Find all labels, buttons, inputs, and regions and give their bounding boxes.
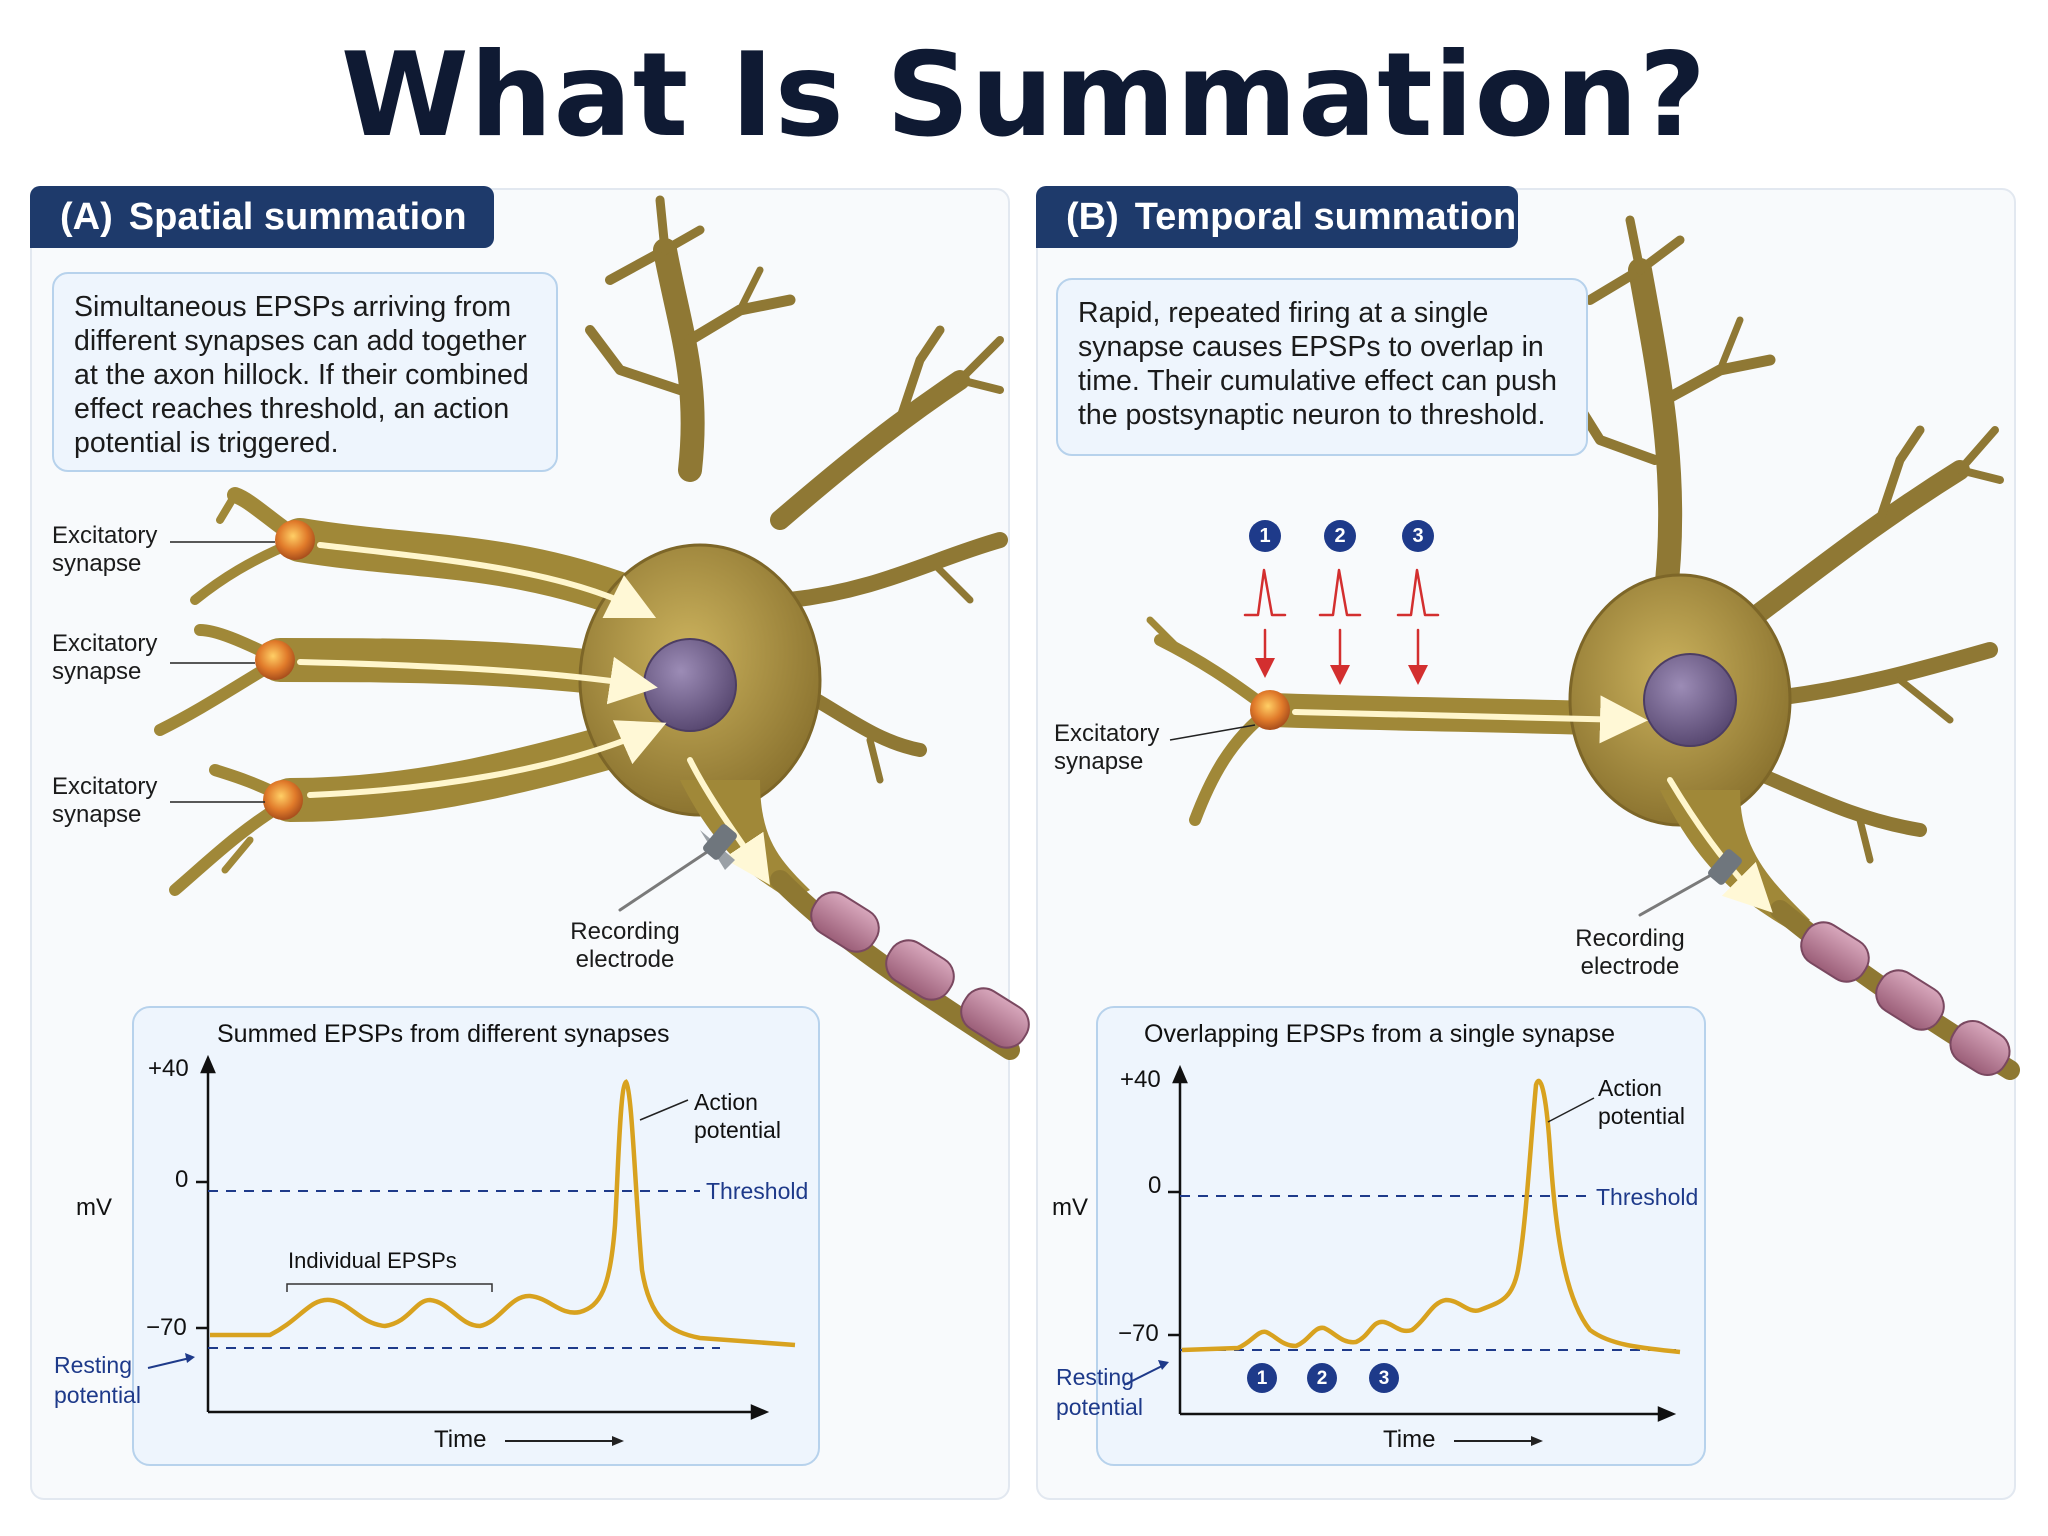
stimulus-number-2: 2 [1334, 525, 1346, 547]
temporal-description: Rapid, repeated firing at a single synap… [1056, 278, 1588, 456]
y-tick-zero: 0 [175, 1166, 189, 1193]
graph-title: Overlapping EPSPs from a single synapse [1144, 1020, 1616, 1048]
electrode-label: Recording electrode [1575, 925, 1685, 980]
event-number-1: 1 [1256, 1368, 1268, 1389]
y-tick-bottom: −70 [1118, 1320, 1159, 1347]
resting-potential-label: Resting potential [54, 1352, 141, 1408]
y-tick-top: +40 [148, 1055, 189, 1082]
synapse-label: Excitatory synapse [1054, 720, 1160, 775]
spatial-summation-tab: (A) Spatial summation [30, 186, 494, 248]
threshold-label: Threshold [1596, 1184, 1699, 1210]
y-axis-label: mV [1052, 1194, 1088, 1221]
synapse-label-3: Excitatory synapse [52, 773, 158, 828]
tab-letter: (A) [60, 195, 113, 238]
y-axis-label: mV [76, 1194, 112, 1221]
stimulus-number-1: 1 [1259, 525, 1271, 547]
graph-title: Summed EPSPs from different synapses [217, 1020, 670, 1048]
spatial-epsp-trace [210, 1079, 796, 1348]
synapse-label-1: Excitatory synapse [52, 522, 158, 577]
electrode-label: Recording electrode [570, 918, 680, 973]
temporal-neuron [1146, 215, 2020, 1080]
spatial-description: Simultaneous EPSPs arriving from differe… [52, 272, 558, 472]
spatial-graph [132, 1006, 820, 1466]
individual-epsps-label: Individual EPSPs [288, 1248, 457, 1273]
y-tick-zero: 0 [1148, 1172, 1162, 1199]
y-tick-top: +40 [1120, 1066, 1161, 1093]
spatial-neuron [154, 195, 1030, 1060]
temporal-epsp-trace [1181, 1078, 1681, 1355]
action-potential-label: Action potential [1598, 1075, 1685, 1129]
event-number-2: 2 [1316, 1368, 1328, 1389]
tab-title: Spatial summation [128, 195, 467, 238]
temporal-graph [1096, 1006, 1706, 1466]
action-potential-label: Action potential [694, 1089, 781, 1143]
resting-potential-label: Resting potential [1056, 1364, 1143, 1420]
synapse-label-2: Excitatory synapse [52, 630, 158, 685]
stimulus-number-3: 3 [1412, 525, 1424, 547]
x-axis-label: Time [1383, 1426, 1436, 1453]
tab-title: Temporal summation [1134, 195, 1517, 238]
page-title: What Is Summation? [340, 28, 1708, 163]
y-tick-bottom: −70 [146, 1314, 187, 1341]
x-axis-label: Time [434, 1426, 487, 1453]
tab-letter: (B) [1066, 195, 1119, 238]
temporal-summation-tab: (B) Temporal summation [1036, 186, 1518, 248]
threshold-label: Threshold [706, 1178, 809, 1204]
event-number-3: 3 [1378, 1368, 1390, 1389]
